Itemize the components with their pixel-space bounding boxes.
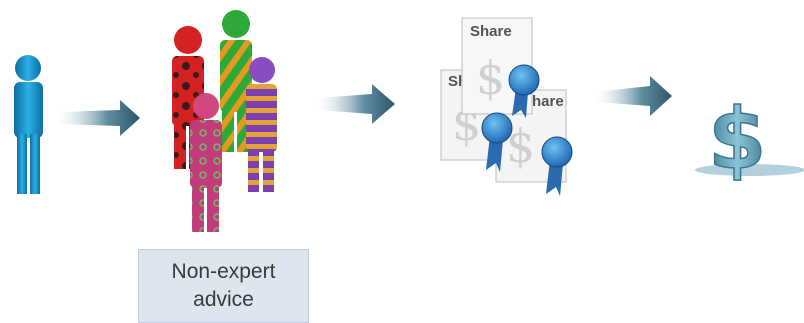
share-certificates-icon: Sh $ Share $ Share $ bbox=[440, 17, 567, 183]
investor-figure-icon bbox=[14, 55, 43, 194]
caption-line-2: advice bbox=[193, 288, 254, 311]
non-expert-advice-caption: Non-expert advice bbox=[138, 249, 309, 323]
award-ribbon-icon bbox=[541, 136, 573, 196]
award-ribbon-icon bbox=[481, 112, 513, 172]
share-label-front: Share bbox=[470, 23, 512, 40]
currency-symbol: $ bbox=[476, 51, 505, 105]
award-ribbon-icon bbox=[508, 64, 540, 118]
advisor-group-icon bbox=[172, 10, 277, 232]
arrow-icon bbox=[318, 84, 395, 124]
arrow-icon bbox=[596, 76, 672, 116]
dollar-sign-icon: $ bbox=[695, 89, 804, 189]
caption-line-1: Non-expert bbox=[171, 260, 276, 283]
arrow-icon bbox=[58, 100, 140, 136]
big-dollar-symbol: $ bbox=[708, 90, 766, 188]
